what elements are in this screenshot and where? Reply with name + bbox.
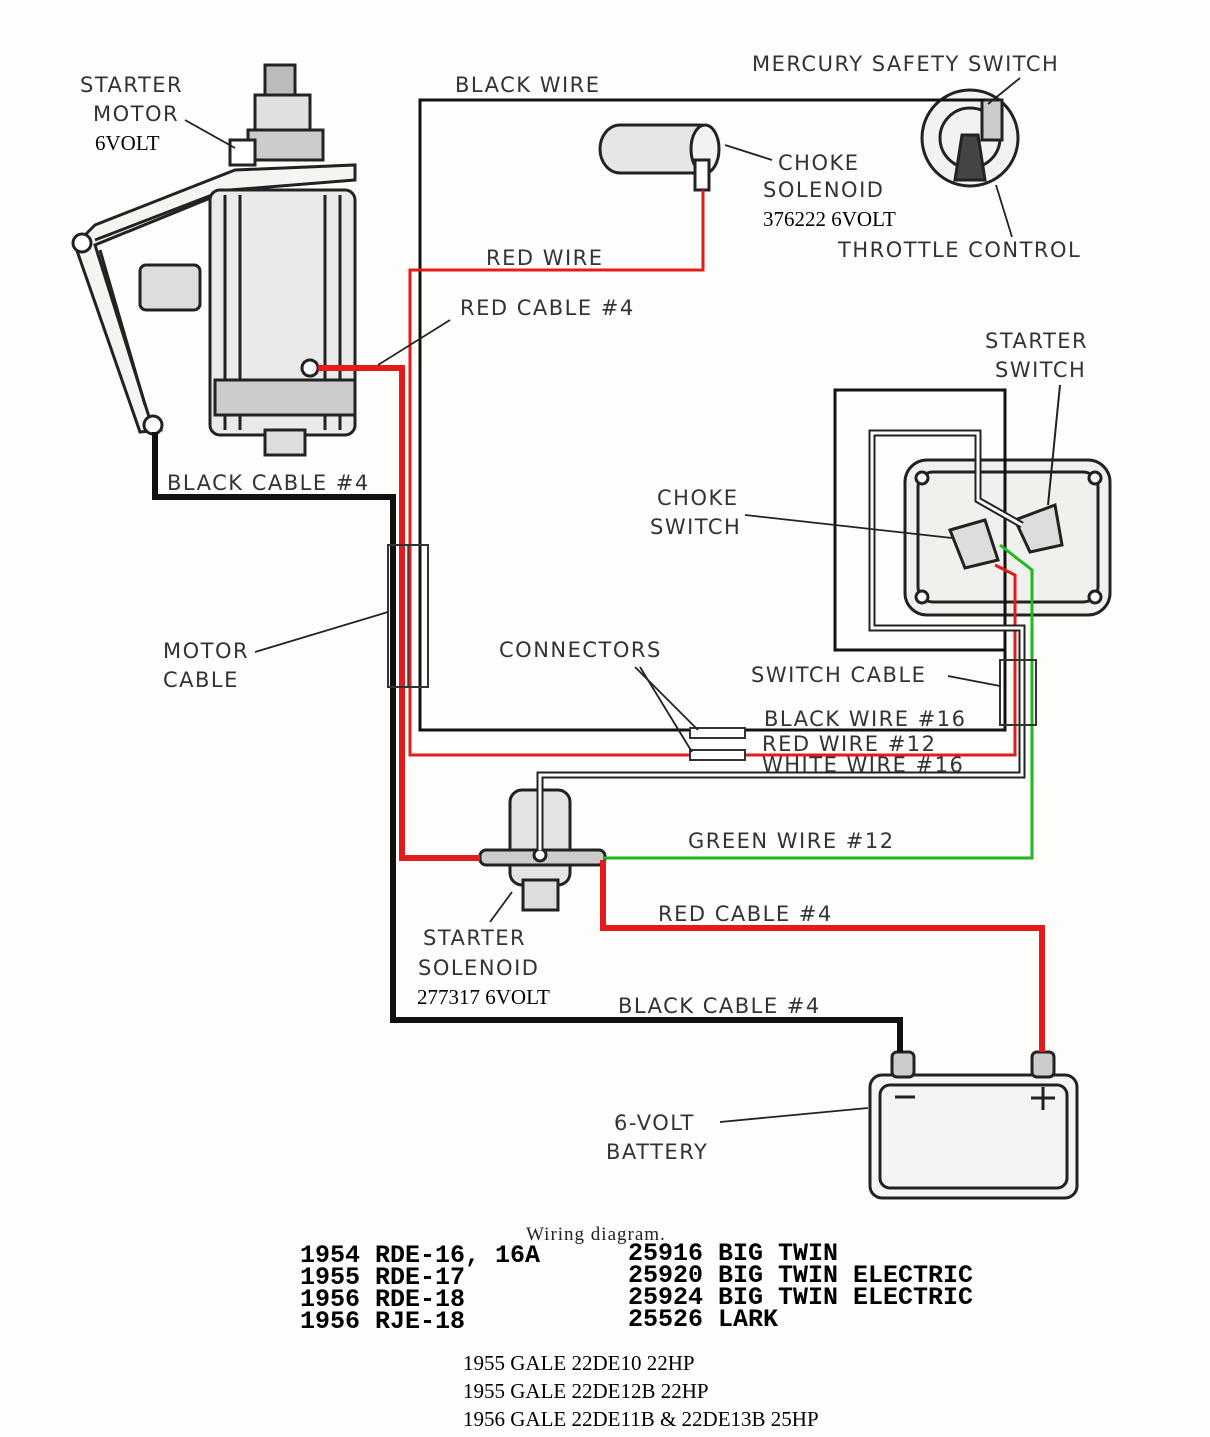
label-starter-solenoid-part: 277317 6VOLT [417,985,550,1009]
label-white-wire-16: WHITE WIRE #16 [762,753,964,777]
label-black-cable-4-bottom: BLACK CABLE #4 [618,994,821,1018]
label-battery-1: 6-VOLT [614,1111,695,1135]
label-black-cable-4-left: BLACK CABLE #4 [167,471,370,495]
label-starter-motor-volt: 6VOLT [95,131,160,155]
starter-switch [1012,502,1064,554]
green-wire-12 [603,543,1034,860]
label-starter-solenoid-1: STARTER [423,926,526,950]
label-choke-switch-1: CHOKE [657,486,739,510]
label-throttle-control: THROTTLE CONTROL [837,238,1081,262]
model-right-2: 25924 BIG TWIN ELECTRIC [628,1283,973,1312]
label-starter-switch-1: STARTER [985,329,1088,353]
label-black-wire-16: BLACK WIRE #16 [764,707,967,731]
model-left-1: 1955 RDE-17 [300,1263,465,1292]
model-right-0: 25916 BIG TWIN [628,1239,838,1268]
label-starter-motor-2: MOTOR [93,102,179,126]
label-motor-cable-2: CABLE [163,668,239,692]
label-red-wire: RED WIRE [486,246,604,270]
wires [152,98,1061,1052]
red-wire [408,190,1017,757]
choke-switch [947,518,1000,570]
black-wire [418,98,1007,732]
label-starter-motor-1: STARTER [80,73,183,97]
label-red-wire-12: RED WIRE #12 [762,732,937,756]
switch-cable-sleeve [999,659,1037,726]
model-right-3: 25526 LARK [628,1305,778,1334]
gale-model-2: 1956 GALE 22DE11B & 22DE13B 25HP [463,1407,819,1431]
red-cable-4-battery [600,860,1045,1052]
model-left-3: 1956 RJE-18 [300,1307,465,1336]
gale-model-1: 1955 GALE 22DE12B 22HP [463,1379,709,1403]
leader-lines [184,77,1021,1123]
battery [868,1050,1079,1200]
label-choke-solenoid-1: CHOKE [778,151,860,175]
label-red-cable-4-top: RED CABLE #4 [460,296,635,320]
gale-model-0: 1955 GALE 22DE10 22HP [463,1351,695,1375]
label-motor-cable-1: MOTOR [163,639,249,663]
label-choke-solenoid-part: 376222 6VOLT [763,207,896,231]
label-connectors: CONNECTORS [499,638,662,662]
label-black-wire: BLACK WIRE [455,73,601,97]
caption: Wiring diagram. [526,1224,666,1245]
label-green-wire-12: GREEN WIRE #12 [688,829,895,853]
label-red-cable-4-bottom: RED CABLE #4 [658,902,833,926]
label-mercury-safety-switch: MERCURY SAFETY SWITCH [752,52,1059,76]
starter-motor [71,63,357,457]
starter-solenoid [478,788,607,912]
connectors [689,727,746,761]
label-choke-solenoid-2: SOLENOID [763,178,884,202]
model-right-1: 25920 BIG TWIN ELECTRIC [628,1261,973,1290]
label-choke-switch-2: SWITCH [650,515,741,539]
black-cable-4-motor [152,432,903,1052]
mercury-safety-switch [920,88,1020,188]
model-left-0: 1954 RDE-16, 16A [300,1241,540,1270]
label-starter-switch-2: SWITCH [995,358,1086,382]
red-cable-4-motor [318,365,480,861]
label-battery-2: BATTERY [606,1140,708,1164]
label-switch-cable: SWITCH CABLE [751,663,926,687]
model-left-2: 1956 RDE-18 [300,1285,465,1314]
label-starter-solenoid-2: SOLENOID [418,956,539,980]
switch-panel [903,458,1112,617]
choke-solenoid [598,123,721,192]
